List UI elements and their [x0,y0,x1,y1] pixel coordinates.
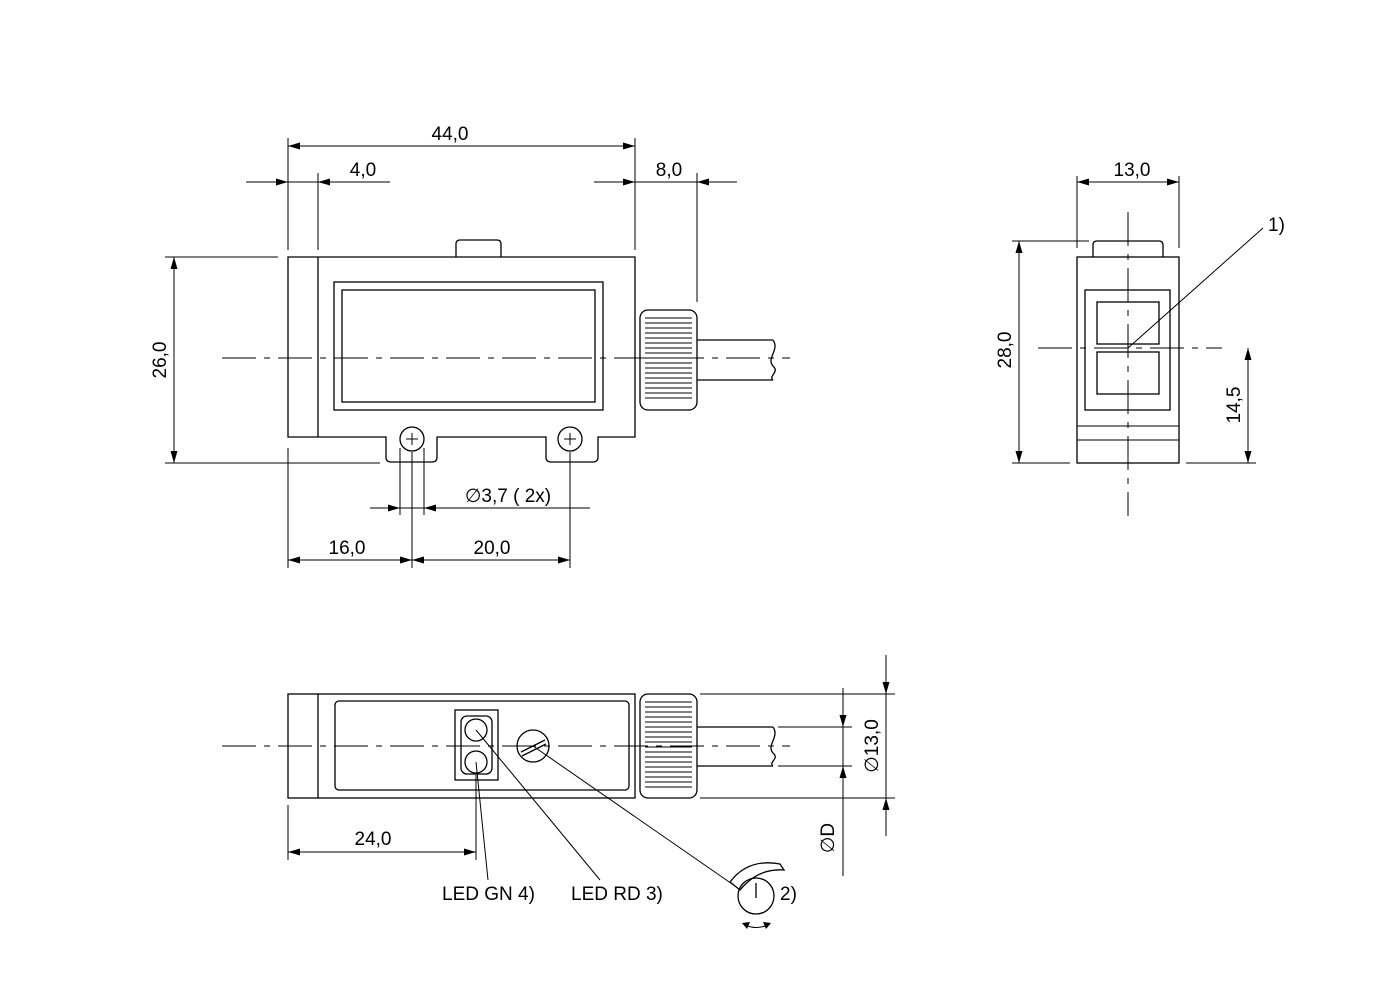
mounting-hole-right [557,426,583,452]
led-red-label: LED RD 3) [571,884,663,905]
led-green-label: LED GN 4) [442,884,535,905]
front-housing-outline [287,256,636,463]
lens-window-outer [333,281,604,411]
top-dimensions: 24,0 ∅13,0 ∅D LED GN 4) LED RD 3) 2) [287,655,895,929]
dim-connector-diameter: ∅13,0 [862,719,883,773]
callout-1-label: 1) [1268,215,1285,236]
callout-2-label: 2) [780,884,797,905]
dim-overall-length: 44,0 [432,124,469,145]
front-dimensions: 44,0 4,0 8,0 26,0 ∅3,7 ( 2x) 16,0 20,0 [150,124,737,568]
dim-side-height: 28,0 [995,332,1016,369]
top-teach-button [455,239,502,257]
front-view [222,239,790,463]
led-red-leader [475,729,601,881]
side-view [1038,212,1222,516]
dim-height: 26,0 [150,342,171,379]
connector-nut [639,309,698,411]
side-dimensions: 13,0 28,0 14,5 1) [995,160,1285,464]
cable [697,339,776,381]
led-green [464,750,488,774]
rotate-knob-icon [729,862,786,929]
dim-side-width: 13,0 [1114,160,1151,181]
mounting-hole-left [399,426,425,452]
dim-hole-diameter: ∅3,7 ( 2x) [465,486,551,507]
callout-2-leader [532,745,736,887]
dim-led-offset: 24,0 [355,829,392,850]
dim-connector-length: 8,0 [656,160,682,181]
lens-window-inner [341,289,596,403]
top-cable [697,726,776,767]
callout-1-leader [1127,227,1264,349]
dim-left-offset: 4,0 [350,160,376,181]
led-green-leader [475,761,489,881]
dim-hole-spacing: 20,0 [474,538,511,559]
led-red [464,718,488,742]
dim-optical-axis-height: 14,5 [1224,387,1245,424]
top-view [222,693,790,799]
dim-cable-diameter: ∅D [818,823,839,853]
dim-hole-offset: 16,0 [329,538,366,559]
